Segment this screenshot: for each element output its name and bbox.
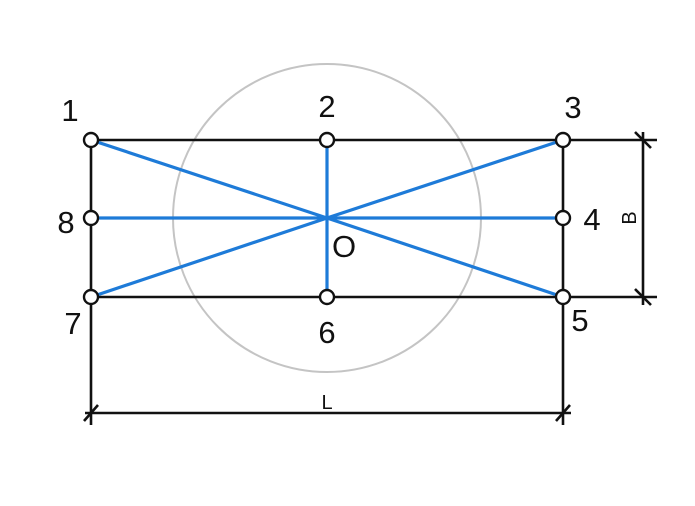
- length-dimension: [83, 297, 571, 425]
- length-label: L: [321, 392, 332, 414]
- point-label-1: 1: [61, 93, 78, 128]
- length-tick-left: [83, 404, 99, 422]
- ray-to-point-7: [89, 216, 329, 299]
- width-tick-bottom: [634, 288, 652, 306]
- width-tick-top: [634, 131, 652, 149]
- node-1: [82, 131, 100, 149]
- ray-to-point-3: [325, 138, 565, 220]
- point-label-6: 6: [318, 315, 335, 350]
- length-tick-right: [555, 404, 571, 422]
- node-6: [318, 288, 336, 306]
- node-4: [554, 209, 572, 227]
- node-8: [82, 209, 100, 227]
- rays: [89, 138, 565, 299]
- point-label-7: 7: [64, 306, 81, 341]
- width-label: B: [619, 211, 641, 224]
- node-5: [554, 288, 572, 306]
- point-label-4: 4: [583, 202, 600, 237]
- ray-to-point-5: [325, 216, 565, 299]
- width-dimension: [563, 131, 657, 306]
- node-7: [82, 288, 100, 306]
- center-label: O: [332, 229, 356, 264]
- nodes: [82, 131, 572, 306]
- ray-to-point-1: [89, 138, 329, 220]
- node-3: [554, 131, 572, 149]
- point-label-5: 5: [571, 303, 588, 338]
- point-label-3: 3: [564, 90, 581, 125]
- point-label-8: 8: [57, 205, 74, 240]
- point-label-2: 2: [318, 89, 335, 124]
- node-2: [318, 131, 336, 149]
